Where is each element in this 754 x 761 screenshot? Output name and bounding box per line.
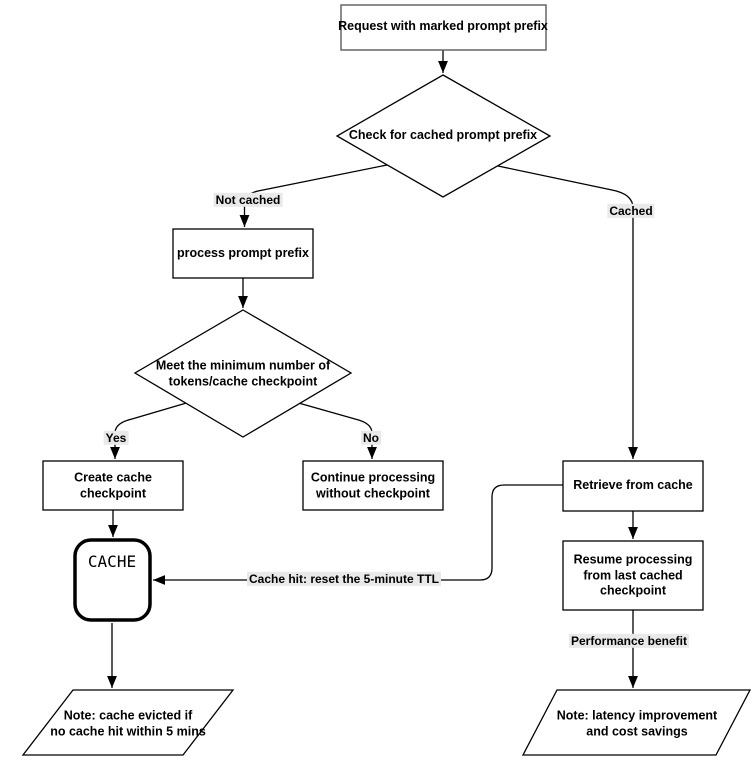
retrieve-cache-box (562, 460, 704, 512)
no-edge-label: No (361, 430, 381, 446)
create-checkpoint-box (42, 460, 184, 511)
check-cached-label: Check for cached prompt prefix (348, 128, 538, 143)
cache-store-label: CACHE (87, 552, 137, 571)
note-benefit-parallelogram (521, 689, 752, 756)
resume-processing-box (562, 540, 704, 611)
edge-mintokens-to-continue (287, 399, 377, 459)
cache-hit-edge-label: Cache hit: reset the 5-minute TTL (246, 571, 442, 587)
edge-mintokens-to-create (110, 398, 201, 459)
edge-retrieve-to-cache-hit (153, 484, 563, 585)
check-cached-diamond (335, 74, 552, 198)
continue-processing-box (302, 460, 444, 511)
min-tokens-label: Meet the minimum number of tokens/cache … (155, 358, 331, 388)
retrieve-cache-label: Retrieve from cache (573, 478, 693, 493)
process-prefix-box (172, 228, 314, 279)
cached-edge-label: Cached (607, 203, 655, 219)
min-tokens-diamond (133, 309, 353, 438)
resume-processing-label: Resume processing from last cached check… (573, 552, 693, 598)
yes-edge-label: Yes (103, 430, 129, 446)
request-box (340, 4, 547, 51)
note-evicted-parallelogram (21, 689, 235, 756)
cache-store-box (73, 538, 152, 622)
performance-edge-label: Performance benefit (568, 633, 690, 649)
note-evicted-label: Note: cache evicted if no cache hit with… (50, 708, 206, 738)
request-label: Request with marked prompt prefix (338, 19, 548, 34)
process-prefix-label: process prompt prefix (177, 246, 309, 261)
continue-processing-label: Continue processing without checkpoint (310, 470, 436, 500)
note-benefit-label: Note: latency improvement and cost savin… (556, 708, 718, 738)
not-cached-edge-label: Not cached (213, 192, 283, 208)
create-checkpoint-label: Create cache checkpoint (74, 470, 152, 500)
